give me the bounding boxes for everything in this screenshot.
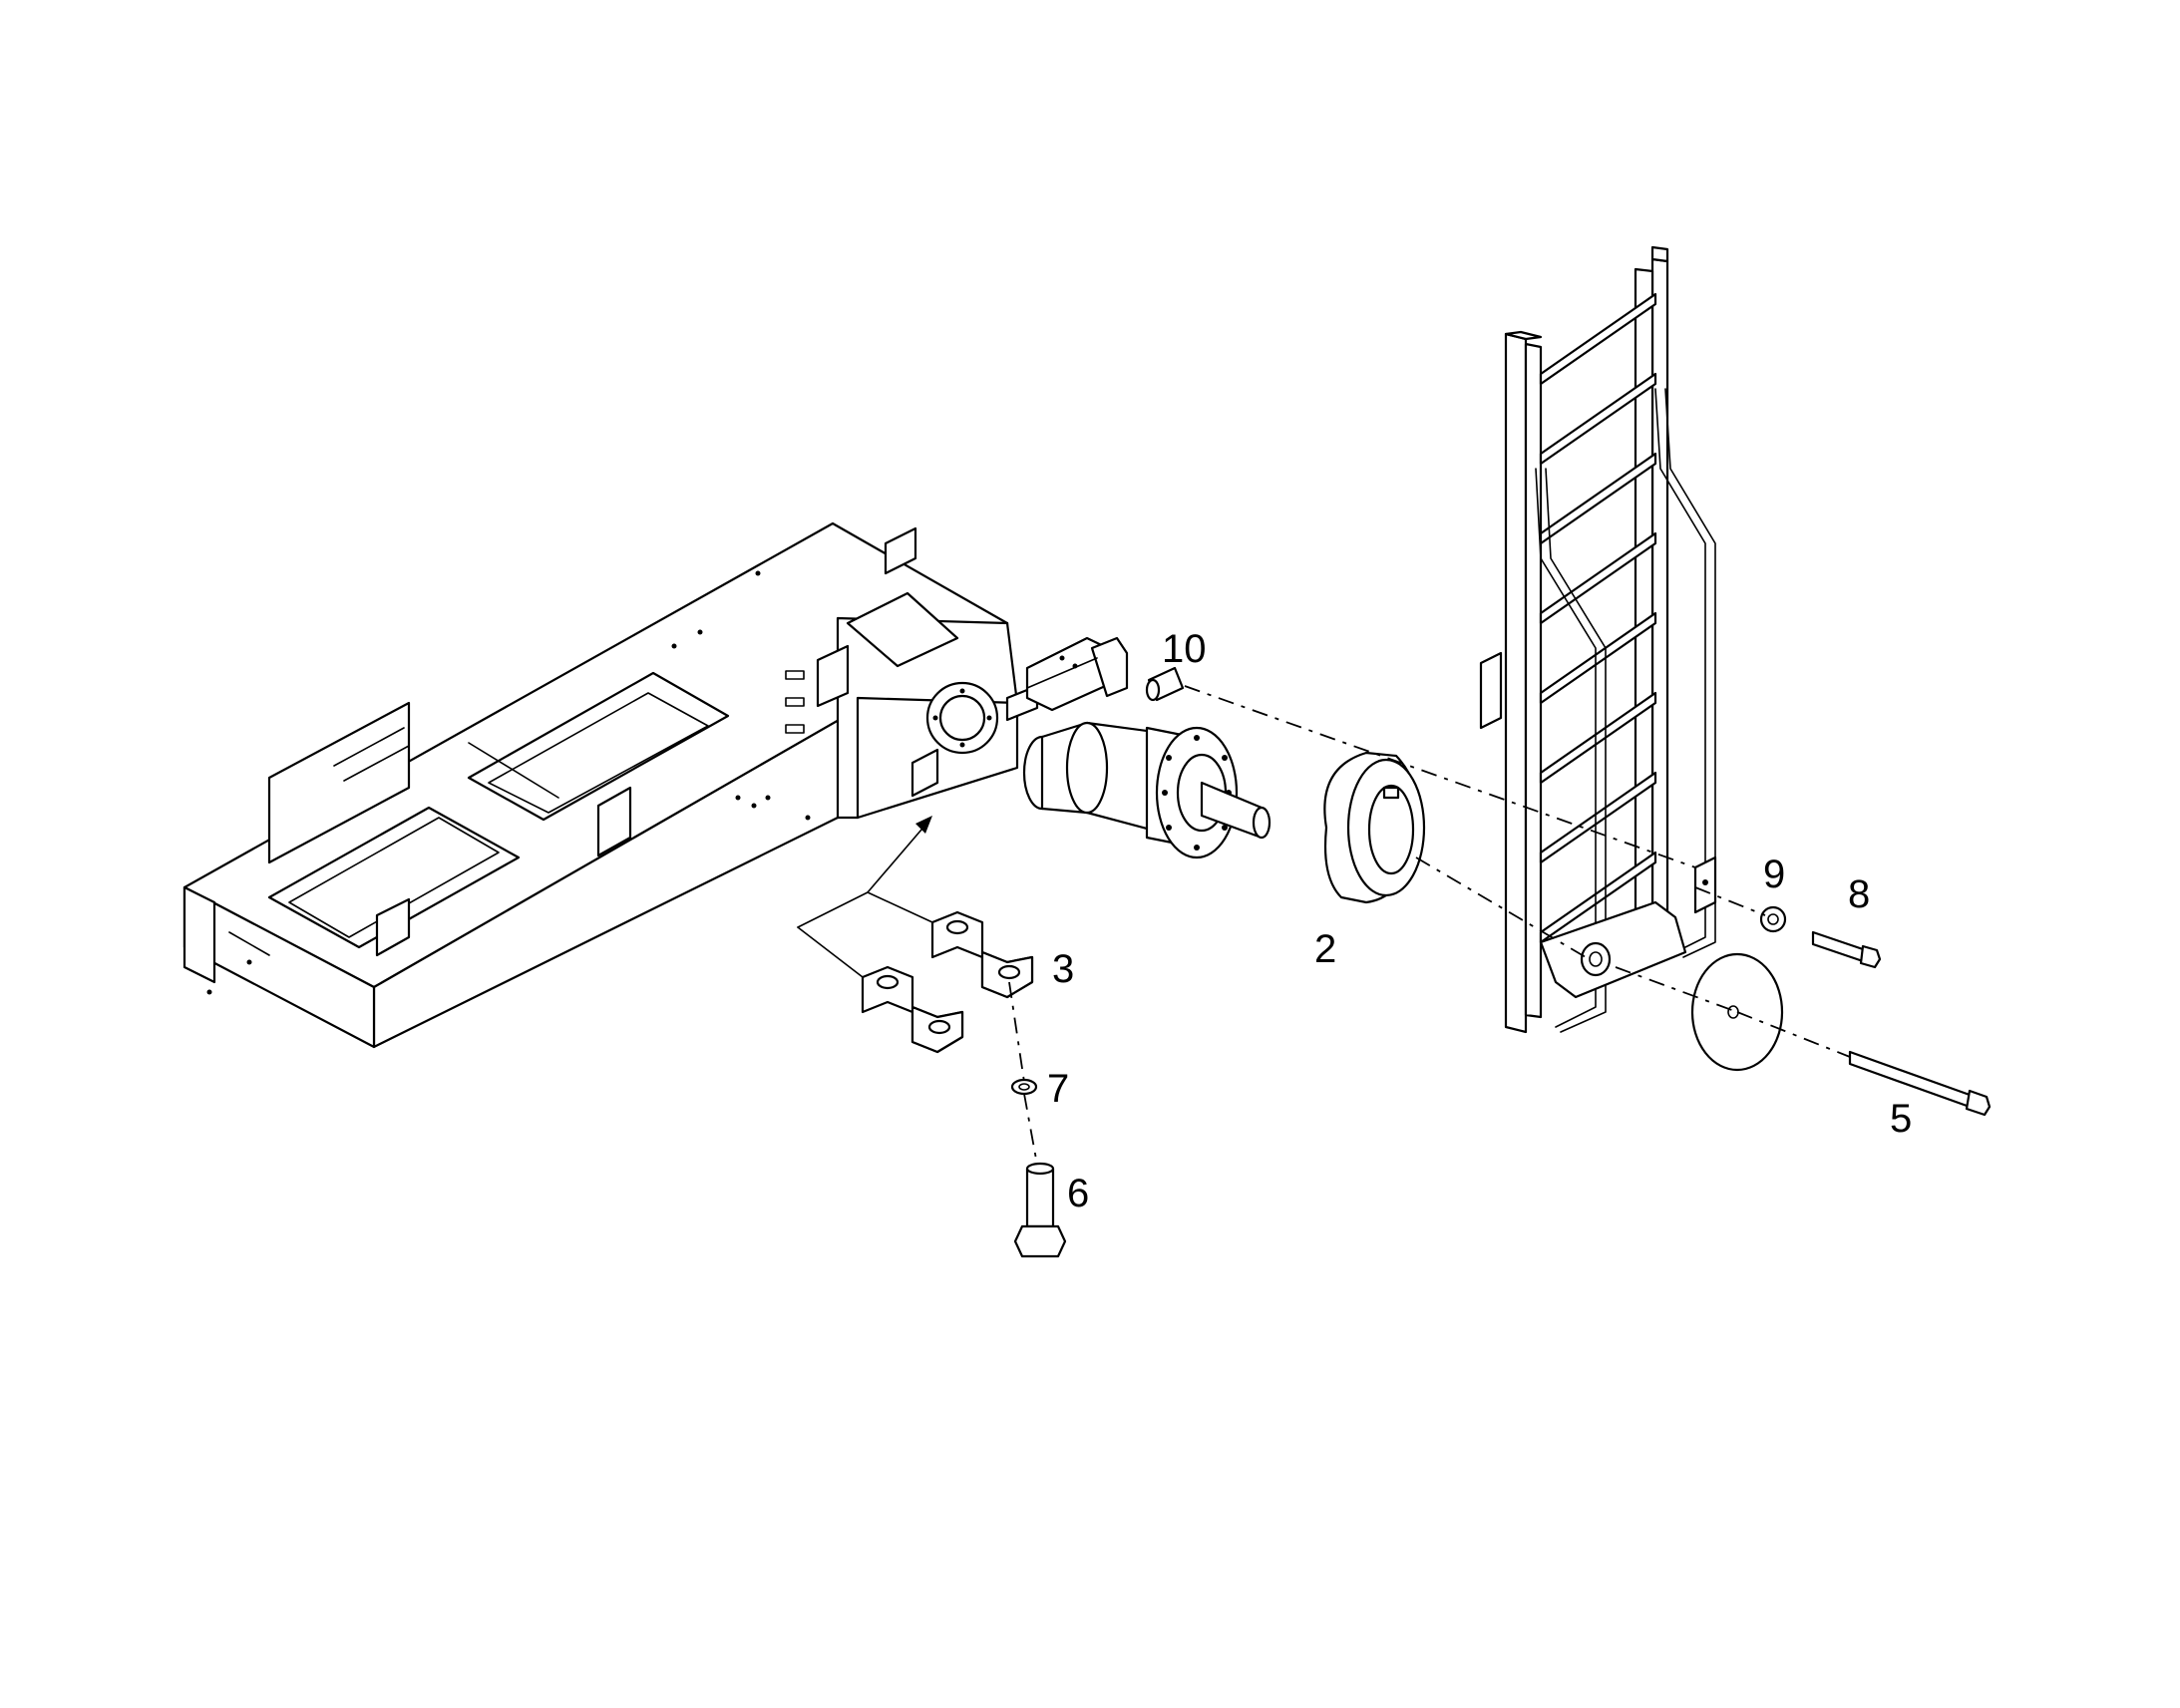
callout-2: 2	[1314, 927, 1336, 971]
callout-8: 8	[1848, 872, 1870, 916]
centerlines	[1008, 685, 1851, 1166]
callout-3: 3	[1052, 947, 1074, 991]
clamp-blocks-item-3	[861, 910, 1034, 1054]
callout-5: 5	[1890, 1097, 1912, 1141]
callout-10: 10	[1162, 627, 1207, 671]
washer-item-9	[1759, 905, 1787, 933]
washer-item-7	[1010, 1078, 1038, 1096]
access-ladder	[1479, 245, 1717, 1034]
callout-labels: 10 2 3 7 6 9 8 5	[1047, 627, 1912, 1215]
clamp-leader-lines	[797, 816, 933, 978]
callout-9: 9	[1763, 853, 1785, 896]
ring-item-2	[1323, 751, 1426, 904]
callout-6: 6	[1067, 1172, 1089, 1215]
hinge-bracket	[1025, 636, 1129, 712]
pivot-hub-assembly	[1022, 721, 1272, 859]
bushing-item-10	[1145, 666, 1185, 702]
bolt-item-6	[1013, 1162, 1067, 1258]
callout-7: 7	[1047, 1067, 1069, 1111]
chassis-frame	[182, 521, 1039, 1049]
bolt-item-5	[1848, 1050, 1992, 1117]
bolt-item-8	[1811, 930, 1882, 969]
